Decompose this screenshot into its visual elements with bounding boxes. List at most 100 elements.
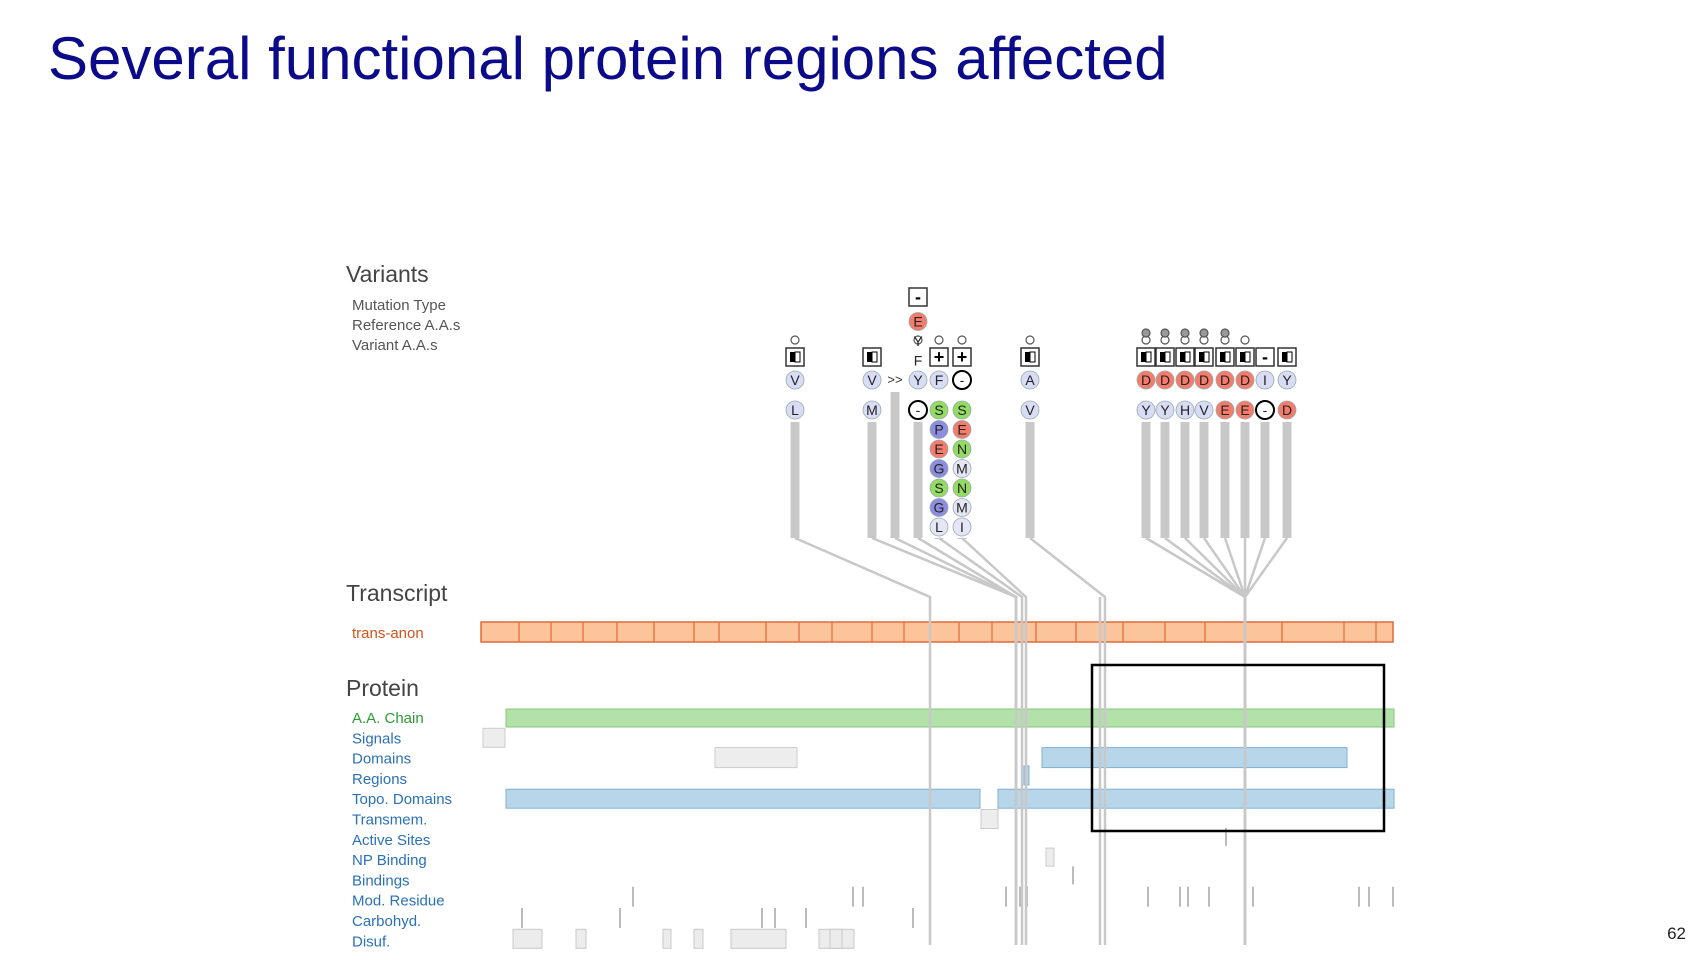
protein-track-label: Carbohyd. [352, 913, 421, 930]
variant-column: DE [1215, 328, 1235, 420]
disulfide-bar [662, 928, 672, 949]
protein-track-label: Disuf. [352, 933, 390, 950]
mutation-type-icon [1244, 351, 1251, 363]
mutation-type-icon [952, 347, 972, 367]
variant-column: DH [1175, 328, 1195, 420]
variant-aa [1020, 400, 1040, 420]
transmem-bar [980, 809, 999, 829]
variant-connector [1184, 537, 1247, 945]
reference-aa: D [1180, 372, 1190, 388]
protein-track-label: NP Binding [352, 852, 427, 869]
variant-column: - I - [1255, 347, 1275, 420]
variant-aa: S [934, 480, 943, 496]
reference-aa: Y [1282, 372, 1292, 388]
protein-heading: Protein [346, 675, 419, 701]
reference-aa: D [1141, 372, 1151, 388]
mutation-type-icon: + [934, 347, 945, 367]
reference-aa: E [913, 314, 922, 330]
disulfide-bar [730, 928, 787, 949]
observation-count-icon [1025, 335, 1035, 345]
mutation-type-icon [1184, 351, 1191, 363]
reference-aa [1136, 370, 1156, 390]
variant-connector [1243, 537, 1289, 945]
protein-features [482, 708, 1395, 949]
variant-aa: Y [1141, 402, 1151, 418]
reference-aa: I [1263, 372, 1267, 388]
variant-aa: E [1240, 402, 1249, 418]
variant-aa: E [934, 441, 943, 457]
protein-track-label: Transmem. [352, 812, 427, 829]
reference-aa: D [1220, 372, 1230, 388]
variant-aa [929, 459, 949, 478]
variant-connector [917, 536, 1018, 945]
variant-column: >> [887, 372, 902, 387]
protein-track-label: Regions [352, 771, 407, 788]
slide-title: Several functional protein regions affec… [48, 25, 1168, 92]
variant-column: DY [1155, 328, 1175, 420]
reference-aa: F [935, 372, 944, 388]
variant-aa [862, 400, 882, 420]
domain-bar [1041, 747, 1348, 769]
variant-aa: E [957, 422, 966, 438]
mutation-type-icon: - [915, 287, 921, 307]
variant-column: DV [1194, 328, 1214, 420]
domain-bar-grey [714, 747, 798, 769]
variant-connector [1223, 537, 1247, 945]
variant-aa: - [916, 402, 921, 418]
reference-aa: F [914, 353, 923, 369]
mutation-type-icon [1255, 347, 1275, 367]
variant-aa: M [956, 461, 968, 477]
variant-column: AV [1020, 335, 1040, 420]
transcript-track-label: trans-anon [352, 625, 424, 642]
reference-aa: Y [913, 333, 923, 349]
variant-aa [929, 478, 949, 498]
observation-count-icon [1160, 328, 1170, 338]
variant-column: YD [1277, 347, 1297, 420]
observation-count-icon [957, 335, 967, 345]
variant-aa [952, 420, 972, 439]
variant-aa [1136, 400, 1156, 420]
protein-track-label: Active Sites [352, 832, 430, 849]
reference-aa [1194, 370, 1214, 390]
protein-track-label: Signals [352, 730, 401, 747]
observation-count-icon [1240, 335, 1250, 345]
variant-aa: M [956, 500, 968, 516]
variant-aa [952, 498, 972, 517]
variant-aa [1235, 400, 1255, 420]
transcript-heading: Transcript [346, 580, 448, 606]
variant-column: VL [785, 335, 805, 420]
variant-aa [1277, 400, 1297, 420]
aa-chain-bar [505, 708, 1395, 728]
variant-connector [1029, 537, 1107, 945]
reference-aa: V [790, 372, 800, 388]
reference-aa [1175, 370, 1195, 390]
highlight-box [1090, 663, 1386, 833]
mutation-type-icon: - [1262, 347, 1268, 367]
variant-connectors [790, 392, 1292, 945]
variant-column: VM [862, 347, 882, 420]
reference-aa: D [1240, 372, 1250, 388]
observation-count-icon [1180, 328, 1190, 338]
variant-aa [929, 517, 949, 537]
variant-aa: L [935, 519, 943, 535]
variant-aa: - [1263, 402, 1268, 418]
protein-track-label: Topo. Domains [352, 791, 452, 808]
observation-count-icon [934, 335, 944, 345]
variant-aa: V [1025, 402, 1035, 418]
observation-count-icon [913, 335, 923, 345]
variant-aa: Y [1160, 402, 1170, 418]
reference-aa: A [1025, 372, 1035, 388]
variant-aa: S [957, 402, 966, 418]
reference-aa [862, 370, 882, 390]
protein-track-label: Domains [352, 751, 411, 768]
reference-aa [1277, 370, 1297, 390]
variant-aa: G [934, 461, 945, 477]
mutation-type-icon [794, 351, 801, 363]
np-binding-mark [1045, 847, 1055, 867]
observation-count-icon [1141, 328, 1151, 338]
mutation-type-icon [1029, 351, 1036, 363]
